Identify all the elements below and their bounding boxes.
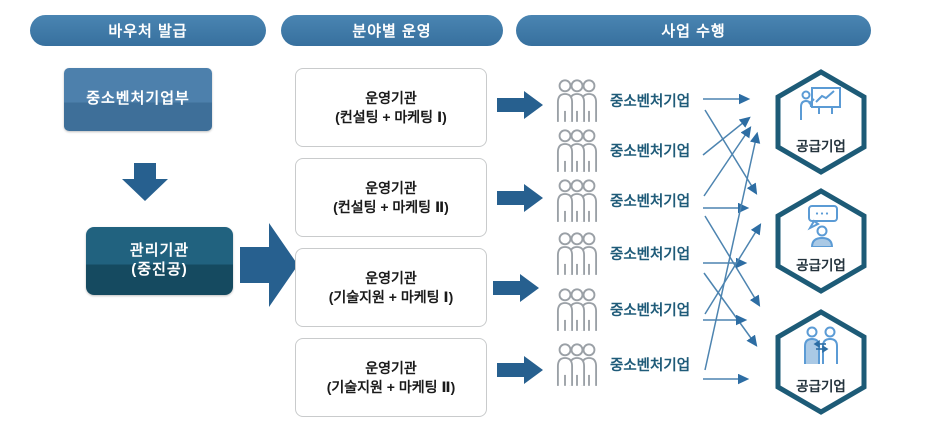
presentation-chart-icon — [800, 87, 841, 120]
manager-box: 관리기관 (중진공) — [86, 227, 233, 295]
sme-row: 중소벤처기업 — [553, 177, 690, 223]
operator-arrow-1 — [497, 91, 543, 119]
people-group-icon — [556, 232, 598, 275]
speech-bubble-person-icon — [807, 205, 838, 247]
sme-row: 중소벤처기업 — [553, 127, 690, 173]
step-pill-business-execution: 사업 수행 — [516, 15, 871, 46]
sme-row: 중소벤처기업 — [553, 341, 690, 387]
operator-box-3: 운영기관 (기술지원 + 마케팅 Ⅰ) — [295, 248, 487, 327]
supplier-hexagon-2: 공급기업 — [774, 188, 868, 294]
operator-scope: (기술지원 + 마케팅 Ⅰ) — [328, 288, 454, 305]
down-arrow — [122, 163, 168, 201]
step-pill-label: 사업 수행 — [661, 23, 726, 40]
ministry-label: 중소벤처기업부 — [86, 90, 190, 108]
sme-supplier-connectors — [702, 93, 762, 385]
sme-label: 중소벤처기업 — [610, 357, 691, 374]
operator-box-4: 운영기관 (기술지원 + 마케팅 Ⅱ) — [295, 338, 487, 417]
operator-arrow-3 — [493, 274, 539, 302]
operator-scope: (컨설팅 + 마케팅 Ⅱ) — [333, 198, 449, 215]
operator-box-2: 운영기관 (컨설팅 + 마케팅 Ⅱ) — [295, 158, 487, 237]
people-group-icon — [556, 129, 598, 172]
manager-label-line2: (중진공) — [131, 261, 188, 278]
sme-label: 중소벤처기업 — [610, 302, 691, 319]
step-pill-label: 분야별 운영 — [352, 23, 432, 40]
supplier-label: 공급기업 — [796, 139, 846, 154]
operator-name: 운영기관 — [365, 89, 417, 106]
operator-name: 운영기관 — [365, 269, 417, 286]
supplier-hexagon-1: 공급기업 — [774, 69, 868, 175]
supplier-label: 공급기업 — [796, 258, 846, 273]
sme-row: 중소벤처기업 — [553, 286, 690, 332]
sme-label: 중소벤처기업 — [610, 246, 691, 263]
people-group-icon — [556, 79, 598, 122]
people-exchange-icon — [804, 326, 838, 364]
operator-scope: (기술지원 + 마케팅 Ⅱ) — [326, 378, 456, 395]
operator-name: 운영기관 — [365, 179, 417, 196]
supplier-hexagon-3: 공급기업 — [774, 309, 868, 415]
hexagon-shape — [775, 309, 867, 415]
sme-row: 중소벤처기업 — [553, 230, 690, 276]
step-pill-field-operation: 분야별 운영 — [281, 15, 503, 46]
people-group-icon — [556, 179, 598, 222]
people-group-icon — [556, 288, 598, 331]
operator-arrow-2 — [497, 184, 543, 212]
supplier-label: 공급기업 — [796, 379, 846, 394]
sme-label: 중소벤처기업 — [610, 143, 691, 160]
manager-label-line1: 관리기관 — [129, 242, 190, 260]
ministry-box: 중소벤처기업부 — [64, 68, 212, 131]
operator-box-1: 운영기관 (컨설팅 + 마케팅 Ⅰ) — [295, 68, 487, 147]
operator-arrow-4 — [497, 356, 543, 384]
sme-label: 중소벤처기업 — [610, 193, 691, 210]
people-group-icon — [556, 343, 598, 386]
sme-row: 중소벤처기업 — [553, 77, 690, 123]
sme-label: 중소벤처기업 — [610, 93, 691, 110]
manager-to-operators-arrow — [240, 223, 298, 307]
step-pill-label: 바우처 발급 — [108, 23, 188, 40]
operator-name: 운영기관 — [365, 359, 417, 376]
operator-scope: (컨설팅 + 마케팅 Ⅰ) — [335, 108, 447, 125]
hexagon-shape — [775, 69, 867, 175]
step-pill-voucher-issuance: 바우처 발급 — [30, 15, 266, 46]
